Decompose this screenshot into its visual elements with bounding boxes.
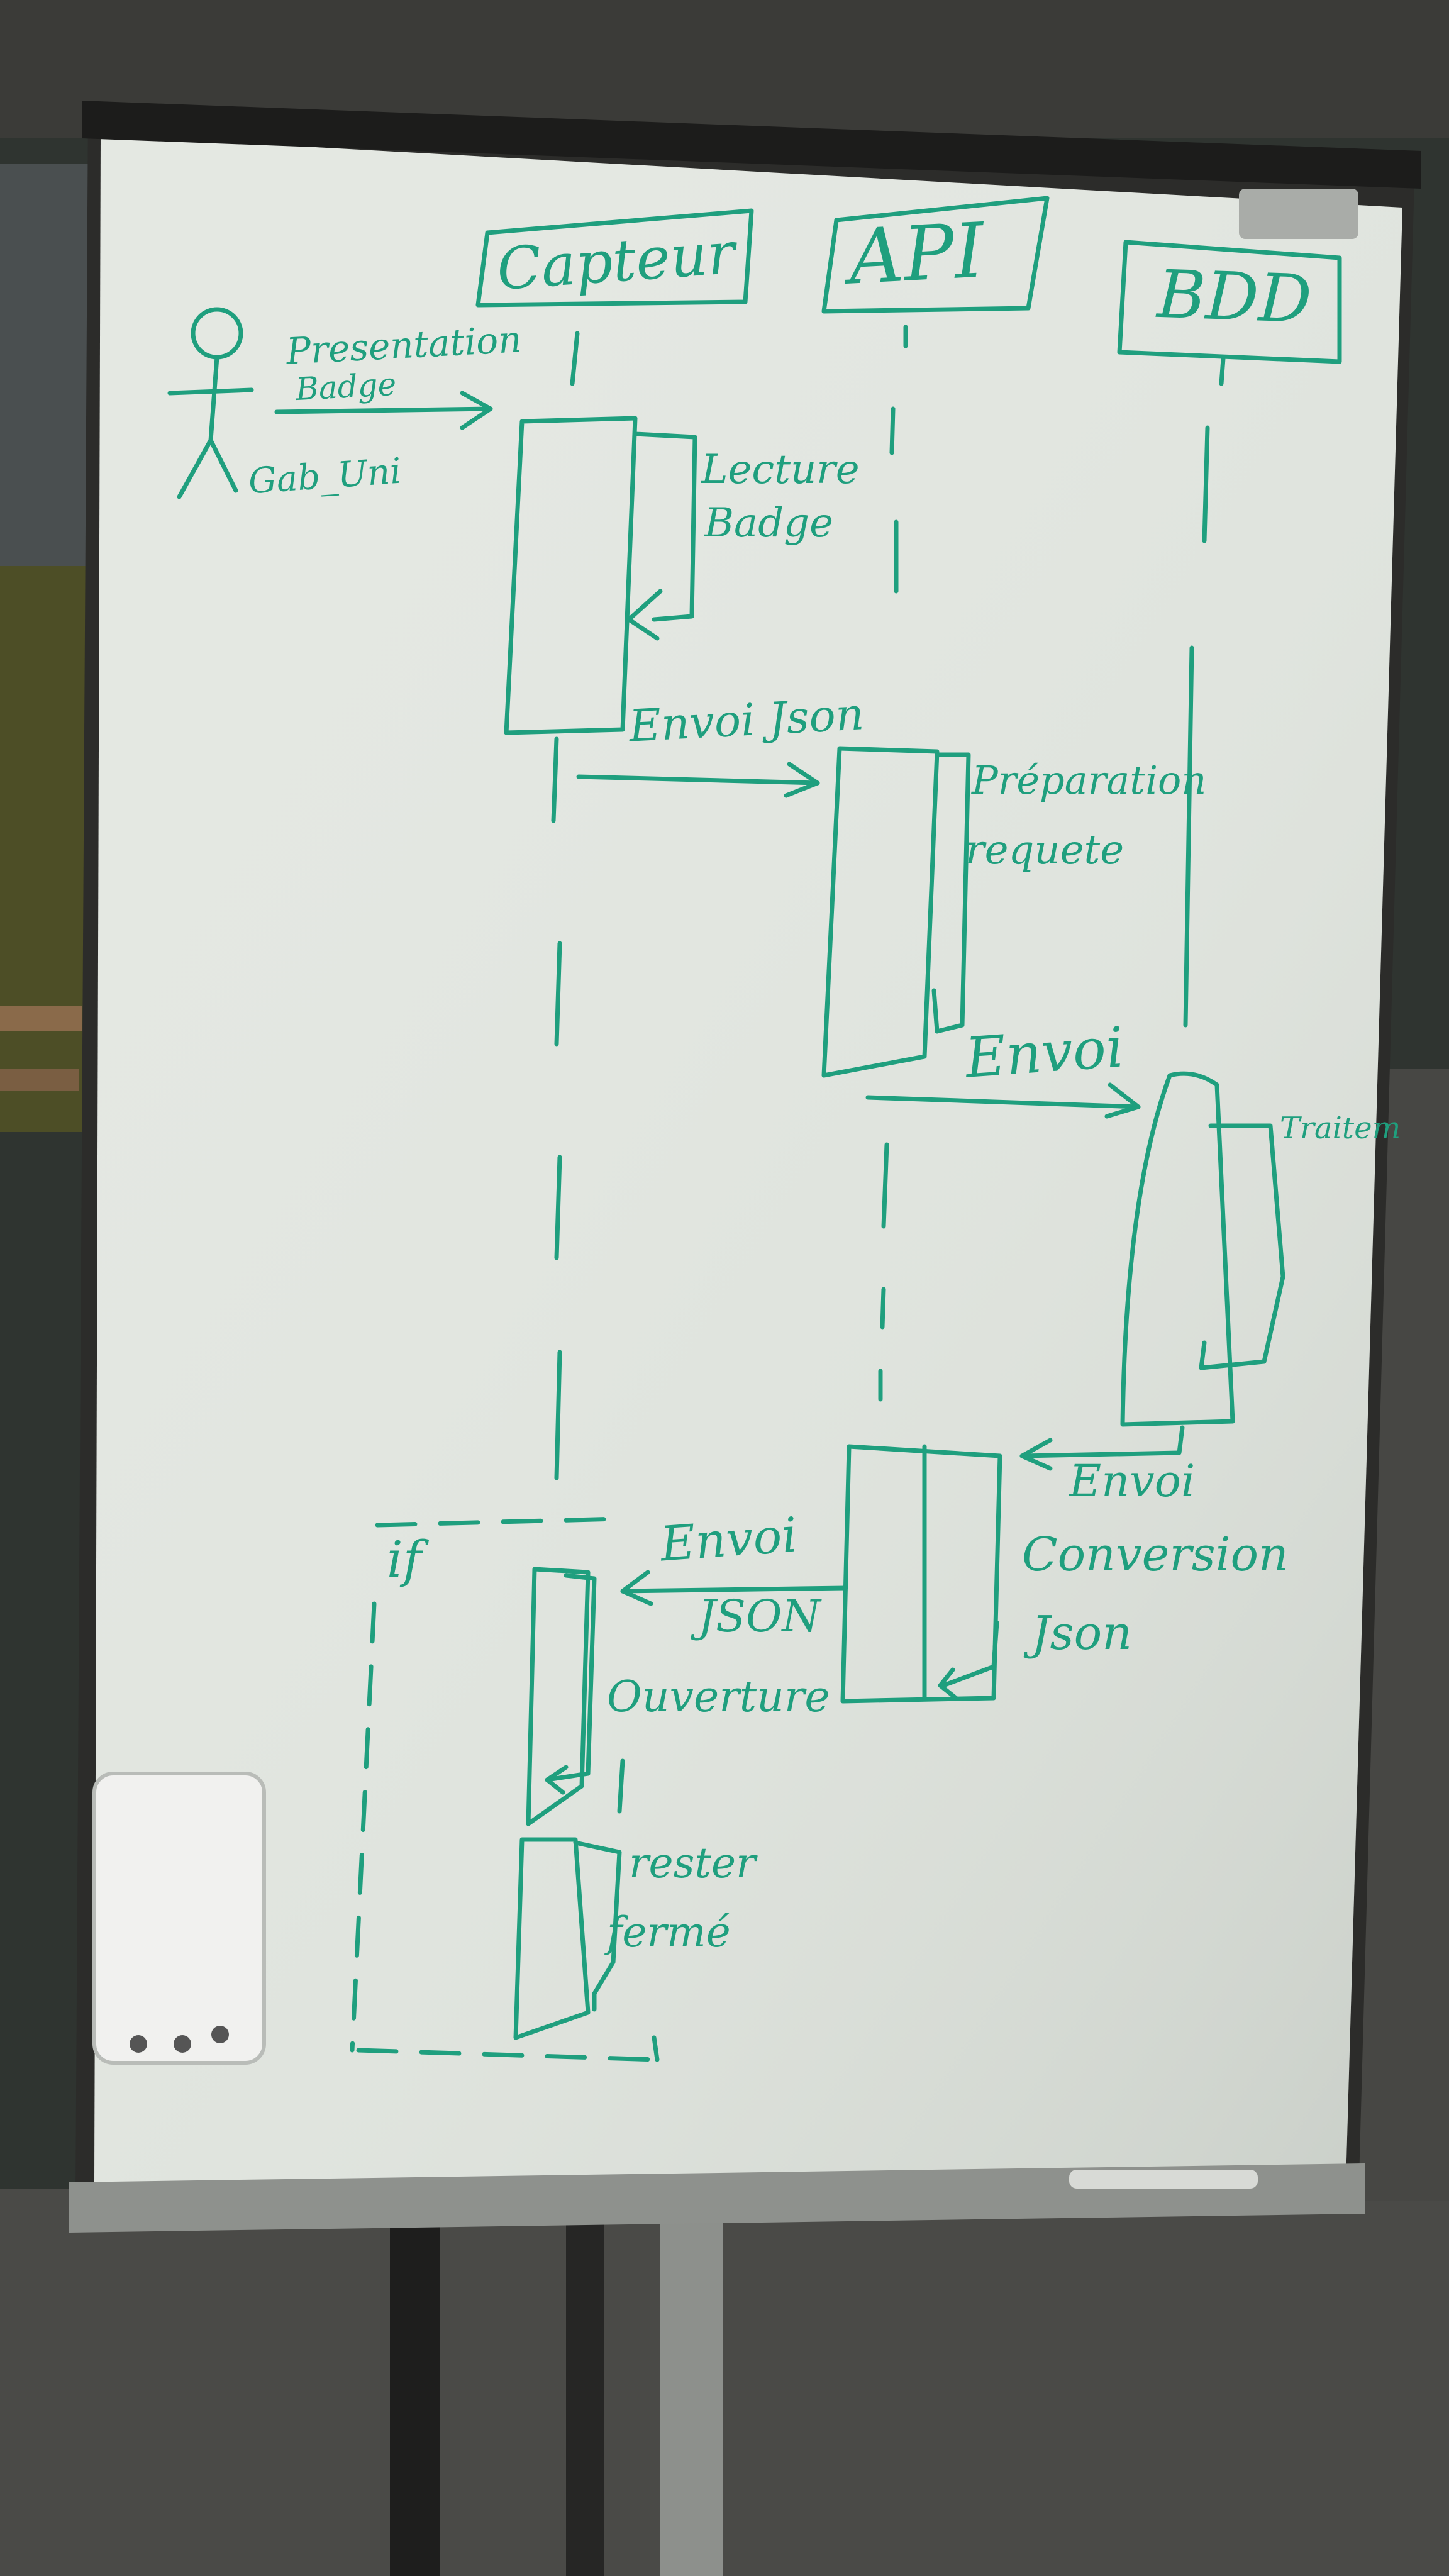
message-ouverture: Ouverture [607, 1672, 830, 1722]
message-requete: requete [965, 827, 1124, 874]
activation-capteur-1 [504, 416, 638, 735]
participant-label-api: API [847, 207, 987, 302]
curtain [0, 566, 88, 1132]
activation-api-2 [840, 1444, 1002, 1704]
participant-label-bdd: BDD [1155, 255, 1313, 338]
left-wall-panel [0, 164, 94, 566]
actor-name-label: Gab_Uni [247, 450, 403, 502]
easel-top-bar [82, 101, 1421, 189]
message-json-capteur: JSON [698, 1591, 821, 1642]
alt-fragment-frame [350, 1516, 660, 2062]
actor-action-label-line1: Presentation [285, 318, 523, 373]
message-badge: Badge [704, 500, 833, 547]
easel-leg-center [660, 2201, 723, 2576]
board-shading [94, 135, 1402, 2182]
actor-stick-figure [167, 307, 254, 499]
message-json-return: Json [1031, 1606, 1132, 1660]
message-envoi-bdd: Envoi [963, 1014, 1126, 1091]
paper-clip-holder [92, 1772, 266, 2065]
arrow-return-json [620, 1585, 848, 1594]
easel-leg-back [566, 2201, 604, 2576]
actor-action-label-line2: Badge [294, 365, 397, 408]
top-clamp [1239, 189, 1358, 239]
activation-capteur-3 [513, 1837, 591, 2040]
marker-on-tray [1069, 2170, 1258, 2189]
desk-top-2 [0, 1069, 79, 1091]
participant-label-capteur: Capteur [494, 219, 738, 304]
arrow-return-envoi [1019, 1425, 1185, 1458]
arrow-presentation [274, 406, 493, 414]
message-envoi-return: Envoi [1069, 1455, 1196, 1507]
easel-leg-left [390, 2201, 440, 2576]
message-envoi-capteur: Envoi [658, 1506, 799, 1572]
message-ferme: fermé [607, 1908, 731, 1957]
activation-capteur-2 [526, 1567, 591, 1826]
alt-fragment-if-label: if [387, 1530, 422, 1589]
activation-bdd [1120, 1071, 1235, 1427]
carpet-floor [0, 2189, 1449, 2576]
message-rester: rester [629, 1839, 756, 1887]
holder-hole-3 [211, 2026, 229, 2043]
participant-box-capteur [475, 208, 754, 308]
arrow-envoi-bdd [865, 1095, 1141, 1109]
message-conversion: Conversion [1022, 1528, 1289, 1582]
marker-tray [69, 2163, 1365, 2233]
arrow-envoi-json [576, 774, 820, 786]
message-preparation: Préparation [972, 757, 1207, 803]
participant-box-bdd [1117, 240, 1342, 364]
message-lecture: Lecture [701, 447, 860, 493]
holder-hole-1 [130, 2035, 147, 2053]
message-traitement: Traitem [1280, 1111, 1401, 1146]
message-envoi-json: Envoi Json [628, 688, 865, 752]
desk-top [0, 1006, 82, 1031]
holder-hole-2 [174, 2035, 191, 2053]
activation-api-1 [821, 746, 940, 1078]
participant-box-api [821, 196, 1050, 314]
